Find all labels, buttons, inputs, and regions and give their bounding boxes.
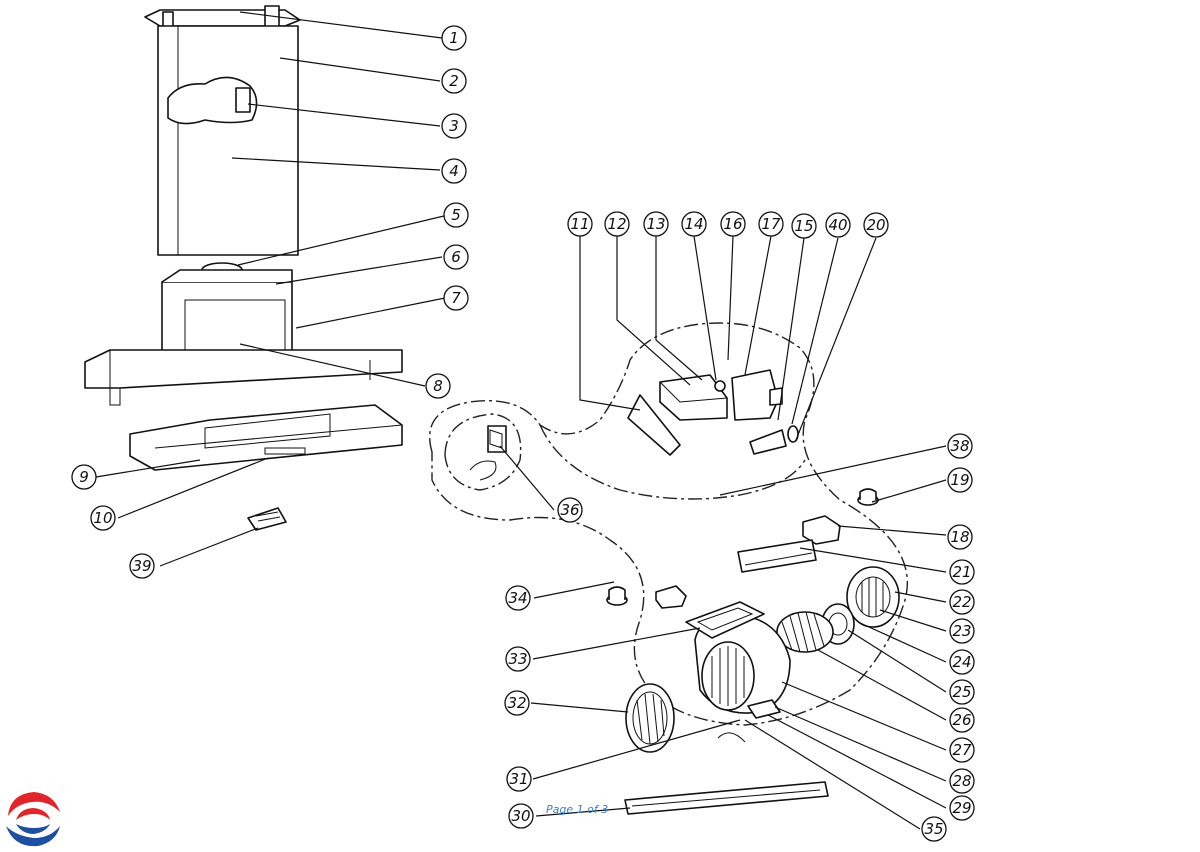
callout-10: 10	[90, 505, 116, 531]
callout-label-29: 29	[952, 799, 971, 817]
callout-18: 18	[947, 524, 973, 550]
callout-label-14: 14	[684, 215, 703, 233]
callout-label-19: 19	[950, 471, 969, 489]
callout-38: 38	[947, 433, 973, 459]
callout-label-13: 13	[646, 215, 665, 233]
callout-16: 16	[720, 211, 746, 237]
electrical-components	[627, 369, 799, 456]
callout-19: 19	[947, 467, 973, 493]
callout-13: 13	[643, 211, 669, 237]
callout-label-34: 34	[508, 589, 527, 607]
callout-40: 40	[825, 212, 851, 238]
callout-label-35: 35	[924, 820, 943, 838]
callout-label-15: 15	[794, 217, 813, 235]
callout-12: 12	[604, 211, 630, 237]
callout-5: 5	[443, 202, 469, 228]
callout-label-5: 5	[451, 206, 461, 224]
callout-label-25: 25	[952, 683, 971, 701]
callout-label-3: 3	[449, 117, 459, 135]
callout-label-36: 36	[560, 501, 579, 519]
callout-31: 31	[506, 766, 532, 792]
callout-28: 28	[949, 768, 975, 794]
callout-7: 7	[443, 285, 469, 311]
callout-3: 3	[441, 113, 467, 139]
callout-label-23: 23	[952, 622, 971, 640]
assembly-outlines	[428, 322, 909, 726]
callout-33: 33	[505, 646, 531, 672]
callout-27: 27	[949, 737, 975, 763]
callout-14: 14	[681, 211, 707, 237]
callout-label-30: 30	[511, 807, 530, 825]
brand-swirl-logo-icon	[6, 792, 60, 847]
callout-label-38: 38	[950, 437, 969, 455]
callout-35: 35	[921, 816, 947, 842]
callout-label-40: 40	[828, 216, 847, 234]
callout-label-39: 39	[132, 557, 151, 575]
callout-label-10: 10	[93, 509, 112, 527]
callout-26: 26	[949, 707, 975, 733]
callout-label-17: 17	[761, 215, 781, 233]
callout-4: 4	[441, 158, 467, 184]
callout-11: 11	[567, 211, 593, 237]
leader-lines	[95, 11, 947, 830]
callout-39: 39	[129, 553, 155, 579]
callout-9: 9	[71, 464, 97, 490]
callout-6: 6	[443, 244, 469, 270]
callout-label-1: 1	[449, 29, 459, 47]
callout-34: 34	[505, 585, 531, 611]
callout-label-18: 18	[950, 528, 969, 546]
callout-label-27: 27	[952, 741, 972, 759]
callout-22: 22	[949, 589, 975, 615]
blower-assembly	[624, 566, 900, 815]
callout-17: 17	[758, 211, 784, 237]
callout-label-26: 26	[952, 711, 971, 729]
callout-label-8: 8	[433, 377, 443, 395]
callout-label-7: 7	[451, 289, 461, 307]
callout-32: 32	[504, 690, 530, 716]
callout-label-16: 16	[723, 215, 742, 233]
callout-label-11: 11	[570, 215, 589, 233]
callout-label-4: 4	[449, 162, 459, 180]
callout-8: 8	[425, 373, 451, 399]
callout-label-32: 32	[507, 694, 526, 712]
callout-30: 30	[508, 803, 534, 829]
small-parts	[606, 488, 879, 609]
callout-21: 21	[949, 559, 975, 585]
callout-label-24: 24	[952, 653, 971, 671]
callout-1: 1	[441, 25, 467, 51]
callout-label-21: 21	[952, 563, 971, 581]
callout-36: 36	[557, 497, 583, 523]
callout-24: 24	[949, 649, 975, 675]
callout-label-31: 31	[509, 770, 528, 788]
callout-23: 23	[949, 618, 975, 644]
chimney-assembly	[84, 5, 403, 531]
callout-label-6: 6	[451, 248, 461, 266]
callout-15: 15	[791, 213, 817, 239]
callouts: 1 2 3 4 5 6 7 8 9 10 39 11 12 13 14 16 1…	[71, 25, 975, 842]
wiring-clip	[469, 425, 507, 481]
callout-label-12: 12	[607, 215, 626, 233]
callout-29: 29	[949, 795, 975, 821]
callout-20: 20	[863, 212, 889, 238]
callout-label-9: 9	[79, 468, 89, 486]
callout-2: 2	[441, 68, 467, 94]
callout-label-22: 22	[952, 593, 971, 611]
callout-label-33: 33	[508, 650, 527, 668]
callout-25: 25	[949, 679, 975, 705]
callout-label-28: 28	[952, 772, 971, 790]
callout-label-2: 2	[449, 72, 459, 90]
page-number-text: Page 1 of 3	[546, 803, 609, 816]
callout-label-20: 20	[866, 216, 885, 234]
